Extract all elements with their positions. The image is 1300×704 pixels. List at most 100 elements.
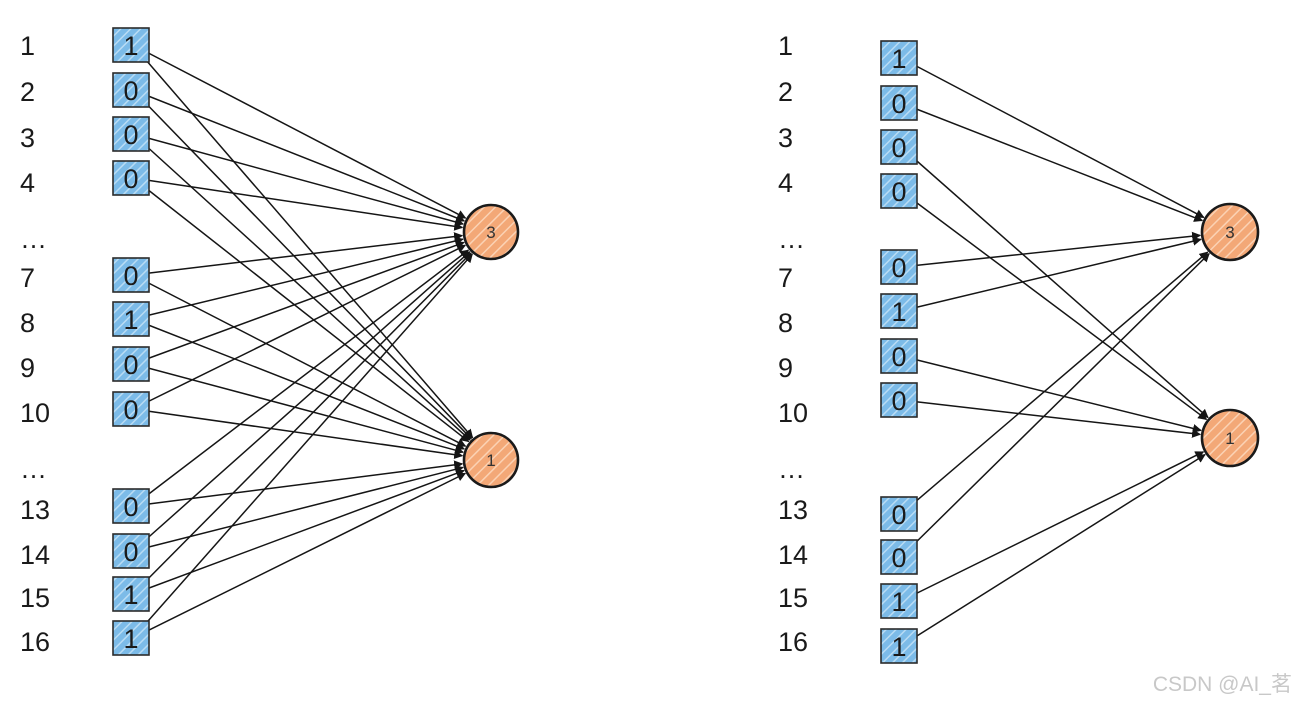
edge-row-13-to-node-1 xyxy=(132,249,470,507)
edges xyxy=(900,57,1210,647)
row-label: 13 xyxy=(778,495,808,525)
input-cell-box xyxy=(880,628,918,664)
input-cell: 1 xyxy=(112,27,150,63)
output-node-value: 3 xyxy=(486,223,495,242)
edge-row-8-to-node-1 xyxy=(132,236,464,320)
edge-row-7-to-node-1 xyxy=(900,231,1202,268)
input-cell-box xyxy=(112,160,150,196)
input-cell: 0 xyxy=(880,338,918,374)
edge-row-16-to-node-2 xyxy=(132,472,467,639)
edge-row-10-to-node-2 xyxy=(132,408,464,460)
input-cell-box xyxy=(112,346,150,382)
edge-row-4-to-node-1 xyxy=(132,177,464,231)
input-cell-value: 0 xyxy=(123,492,138,522)
input-cell: 0 xyxy=(880,539,918,575)
input-cell-box xyxy=(880,382,918,418)
row-label: 14 xyxy=(778,540,808,570)
row-label: 9 xyxy=(778,353,793,383)
edge-row-8-to-node-2 xyxy=(132,318,466,451)
input-cell-box xyxy=(880,40,918,76)
output-node: 1 xyxy=(462,431,520,489)
input-cell-value: 0 xyxy=(891,89,906,119)
input-cell-value: 0 xyxy=(123,164,138,194)
row-label: 16 xyxy=(20,627,50,657)
edge-row-4-to-node-2 xyxy=(900,190,1208,421)
input-cell-value: 1 xyxy=(123,580,138,610)
edge-row-14-to-node-1 xyxy=(900,252,1210,558)
edge-row-14-to-node-1 xyxy=(132,251,471,552)
input-cell-box xyxy=(880,539,918,575)
edge-row-2-to-node-2 xyxy=(132,89,472,440)
input-cell: 1 xyxy=(880,293,918,329)
input-cell: 0 xyxy=(880,85,918,121)
edge-row-1-to-node-2 xyxy=(132,44,474,439)
edge-row-14-to-node-2 xyxy=(132,465,464,552)
edge-row-9-to-node-1 xyxy=(132,241,465,365)
input-cell-box xyxy=(112,257,150,293)
row-label: … xyxy=(778,454,805,484)
row-label: 8 xyxy=(778,308,793,338)
edge-row-7-to-node-1 xyxy=(132,232,464,276)
input-cell-box xyxy=(880,583,918,619)
input-cell-value: 0 xyxy=(891,500,906,530)
row-label: 4 xyxy=(778,168,793,198)
input-cell-box xyxy=(112,72,150,108)
row-label: 2 xyxy=(20,77,35,107)
watermark-text: CSDN @AI_茗 xyxy=(1152,673,1292,696)
input-cell-value: 1 xyxy=(123,624,138,654)
input-cell-box xyxy=(880,293,918,329)
input-cell: 1 xyxy=(880,583,918,619)
input-cell-value: 1 xyxy=(891,587,906,617)
input-cell-value: 1 xyxy=(123,31,138,61)
input-cell-box xyxy=(112,488,150,524)
row-label: 8 xyxy=(20,308,35,338)
input-cell-value: 0 xyxy=(891,133,906,163)
edge-row-4-to-node-2 xyxy=(132,177,470,443)
edge-row-3-to-node-2 xyxy=(900,146,1209,419)
row-label: 2 xyxy=(778,77,793,107)
input-cell: 0 xyxy=(112,533,150,569)
edge-row-13-to-node-1 xyxy=(900,251,1209,515)
input-cell-value: 1 xyxy=(123,305,138,335)
output-node-circle xyxy=(462,203,520,261)
output-node-circle xyxy=(1200,202,1260,262)
input-cell-value: 1 xyxy=(891,632,906,662)
edge-row-1-to-node-1 xyxy=(900,57,1205,219)
input-cell-value: 0 xyxy=(123,395,138,425)
input-cell: 0 xyxy=(112,72,150,108)
input-cell-box xyxy=(112,27,150,63)
row-label: 9 xyxy=(20,353,35,383)
edge-row-3-to-node-2 xyxy=(132,133,471,441)
input-cell-value: 0 xyxy=(123,261,138,291)
input-cell: 0 xyxy=(112,116,150,152)
input-cell: 0 xyxy=(880,249,918,285)
edge-row-2-to-node-1 xyxy=(900,102,1204,222)
input-cell: 1 xyxy=(112,301,150,337)
edge-row-7-to-node-2 xyxy=(132,274,467,447)
output-node: 3 xyxy=(1200,202,1260,262)
input-cell-box xyxy=(112,620,150,656)
input-cell-value: 0 xyxy=(891,177,906,207)
row-label: 10 xyxy=(20,398,50,428)
input-cell-box xyxy=(880,496,918,532)
input-cell-value: 0 xyxy=(123,120,138,150)
input-cell: 0 xyxy=(112,391,150,427)
edge-row-9-to-node-2 xyxy=(900,355,1202,433)
row-label: 15 xyxy=(778,583,808,613)
input-cell-box xyxy=(880,338,918,374)
input-cell: 0 xyxy=(880,173,918,209)
row-label: 1 xyxy=(778,31,793,61)
input-cell-box xyxy=(880,129,918,165)
input-cell-value: 0 xyxy=(123,537,138,567)
row-label: … xyxy=(20,454,47,484)
edge-row-15-to-node-2 xyxy=(132,469,465,595)
row-label: 3 xyxy=(20,123,35,153)
input-cell-value: 1 xyxy=(891,297,906,327)
row-label: 3 xyxy=(778,123,793,153)
input-cell: 0 xyxy=(112,488,150,524)
input-cell-value: 0 xyxy=(891,386,906,416)
row-label: … xyxy=(778,224,805,254)
edge-row-8-to-node-1 xyxy=(900,236,1202,312)
